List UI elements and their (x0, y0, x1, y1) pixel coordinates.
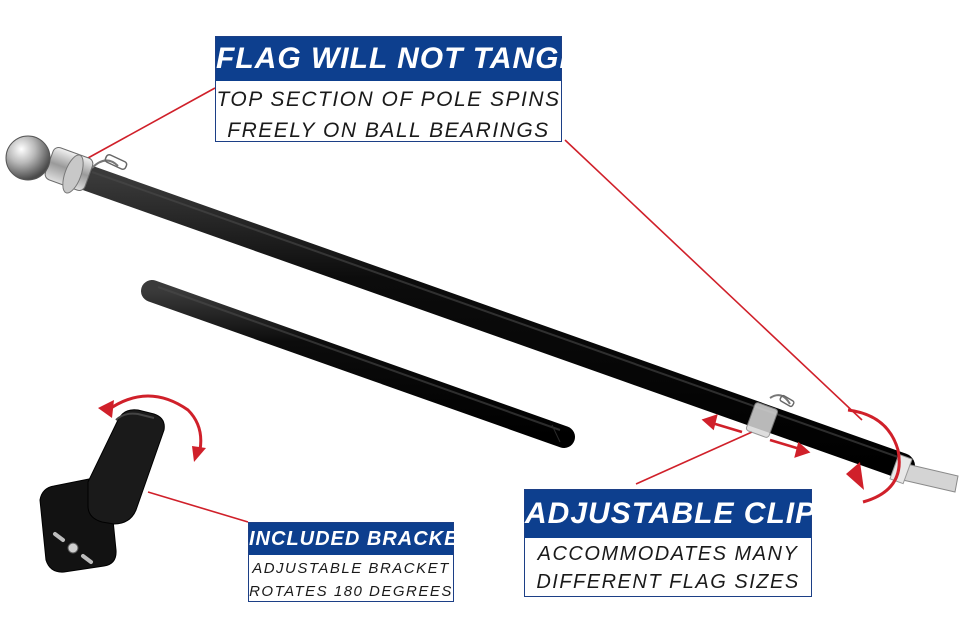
callout-heading: INCLUDED BRACKET (249, 523, 471, 555)
callout-line: FREELY ON BALL BEARINGS (227, 119, 550, 142)
clip (745, 394, 795, 438)
pointer-line-bracket (147, 491, 249, 523)
main-pole (72, 164, 959, 493)
rotation-arrow-bracket (98, 394, 206, 462)
pointer-line-top-left (87, 87, 216, 159)
callout-heading: ADJUSTABLE CLIP (525, 490, 815, 538)
short-pole (141, 280, 575, 448)
pointer-line-clip (635, 431, 753, 485)
ball-finial (5, 135, 128, 194)
wall-bracket (39, 409, 165, 573)
clip-arrows (701, 414, 811, 458)
pointer-line-top-right (564, 139, 863, 421)
callout-flag-will-not-tangle: FLAG WILL NOT TANGLE TOP SECTION OF POLE… (215, 36, 599, 142)
callout-line: ACCOMMODATES MANY (537, 543, 799, 565)
callout-line: ROTATES 180 DEGREES (249, 583, 453, 600)
callout-heading: FLAG WILL NOT TANGLE (216, 37, 599, 81)
pointer-lines (87, 87, 863, 523)
rotation-arrow-pole (846, 408, 901, 504)
callout-included-bracket: INCLUDED BRACKET ADJUSTABLE BRACKET ROTA… (248, 522, 471, 602)
callout-adjustable-clip: ADJUSTABLE CLIP ACCOMMODATES MANY DIFFER… (524, 489, 815, 597)
callout-line: ADJUSTABLE BRACKET (252, 560, 450, 577)
callout-line: TOP SECTION OF POLE SPINS (216, 88, 561, 111)
callout-line: DIFFERENT FLAG SIZES (536, 571, 800, 593)
